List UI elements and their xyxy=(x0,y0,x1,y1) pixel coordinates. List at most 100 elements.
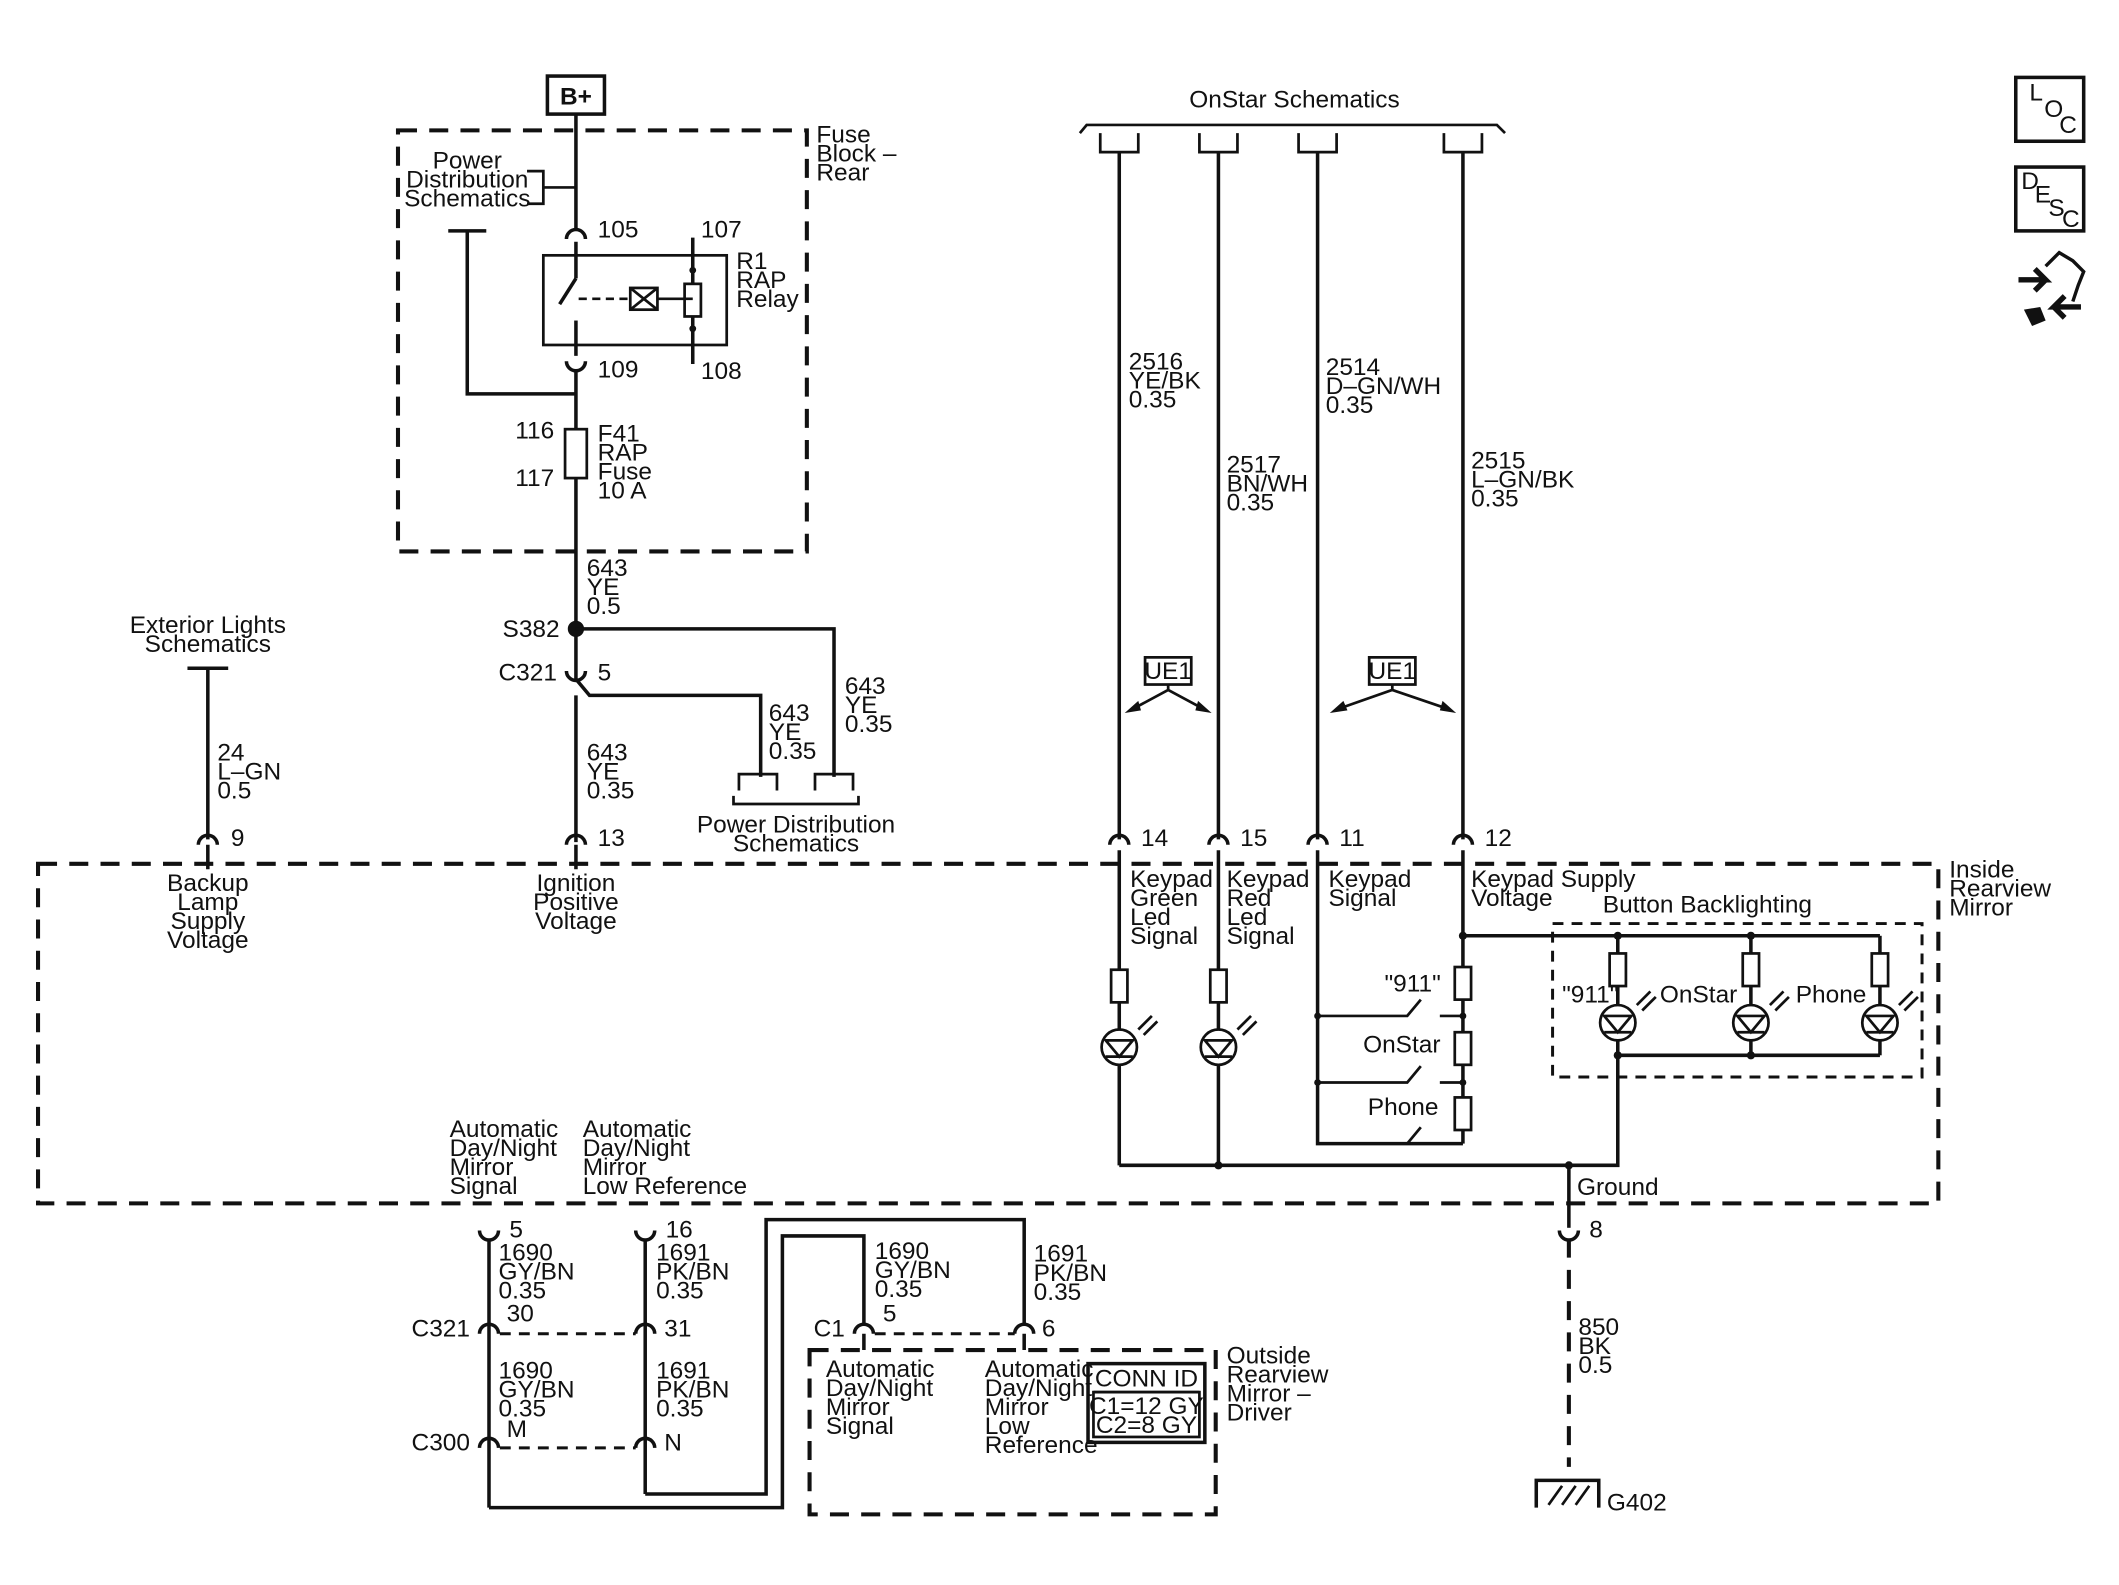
svg-text:5: 5 xyxy=(883,1301,897,1328)
svg-text:2516: 2516 xyxy=(1129,348,1183,375)
wire-1691-a: 1691 PK/BN 0.35 xyxy=(656,1239,729,1304)
svg-text:105: 105 xyxy=(598,217,639,244)
svg-text:0.35: 0.35 xyxy=(1129,386,1177,413)
svg-text:C1=12 GY: C1=12 GY xyxy=(1089,1393,1204,1420)
connector-c1 xyxy=(852,1322,1036,1351)
outside-mirror-label: Outside Rearview Mirror – Driver xyxy=(1227,1343,1329,1427)
svg-text:0.35: 0.35 xyxy=(845,711,893,738)
svg-text:Relay: Relay xyxy=(736,286,799,313)
button-backlighting-outline xyxy=(1551,922,1924,1079)
svg-text:6: 6 xyxy=(1042,1315,1056,1342)
svg-text:643: 643 xyxy=(587,740,628,767)
switch-onstar-label: OnStar xyxy=(1363,1032,1440,1059)
svg-text:13: 13 xyxy=(598,825,625,852)
svg-text:Day/Night: Day/Night xyxy=(985,1375,1093,1402)
svg-text:Driver: Driver xyxy=(1227,1400,1292,1427)
wire-1690-c: 1690 GY/BN 0.35 xyxy=(875,1238,951,1303)
svg-text:0.35: 0.35 xyxy=(587,778,635,805)
svg-text:0.35: 0.35 xyxy=(1227,490,1275,517)
svg-text:0.35: 0.35 xyxy=(1471,486,1519,513)
onstar-schematics-label: OnStar Schematics xyxy=(1189,86,1400,113)
svg-text:BK: BK xyxy=(1578,1333,1611,1360)
terminal-105 xyxy=(564,227,588,240)
fuse-label: F41 RAP Fuse 10 A xyxy=(598,420,652,504)
svg-text:Signal: Signal xyxy=(1130,923,1198,950)
svg-text:L–GN/BK: L–GN/BK xyxy=(1471,467,1575,494)
backup-lamp-circuit: Exterior Lights Schematics 24 L–GN 0.5 9… xyxy=(130,612,286,954)
red-led xyxy=(1199,1028,1238,1067)
svg-text:Led: Led xyxy=(1130,904,1171,931)
svg-text:10 A: 10 A xyxy=(598,477,648,504)
svg-text:YE: YE xyxy=(587,759,620,786)
onstar-bracket xyxy=(1078,123,1506,135)
svg-text:Lamp: Lamp xyxy=(177,889,238,916)
svg-text:Voltage: Voltage xyxy=(1471,885,1553,912)
svg-text:Reference: Reference xyxy=(985,1432,1098,1459)
svg-text:OnStar: OnStar xyxy=(1660,981,1737,1008)
svg-text:C321: C321 xyxy=(412,1315,470,1342)
svg-text:RAP: RAP xyxy=(598,439,648,466)
svg-text:D: D xyxy=(2021,168,2039,195)
svg-text:Schematics: Schematics xyxy=(404,185,530,212)
svg-text:Mirror: Mirror xyxy=(450,1154,514,1181)
wire-1690-a: 1690 GY/BN 0.35 xyxy=(499,1239,575,1304)
svg-text:YE: YE xyxy=(769,719,802,746)
auto-low-ref-label: Automatic Day/Night Mirror Low Reference xyxy=(583,1116,747,1200)
s382-label: S382 xyxy=(503,616,560,643)
svg-text:643: 643 xyxy=(587,555,628,582)
hand-pointer-icon[interactable] xyxy=(2018,250,2086,326)
svg-text:0.35: 0.35 xyxy=(875,1276,923,1303)
exterior-lights-ref: Exterior Lights Schematics xyxy=(130,612,286,658)
svg-text:2517: 2517 xyxy=(1227,452,1281,479)
wire-643-d: 643 YE 0.35 xyxy=(845,673,893,738)
outside-signal-label: Automatic Day/Night Mirror Signal xyxy=(826,1356,935,1440)
bplus-label: B+ xyxy=(560,84,592,111)
svg-text:1691: 1691 xyxy=(656,1358,710,1385)
auto-signal-label: Automatic Day/Night Mirror Signal xyxy=(450,1116,559,1200)
svg-text:PK/BN: PK/BN xyxy=(656,1377,729,1404)
wire-2516-label: 2516 YE/BK 0.35 xyxy=(1129,348,1202,413)
ignition-label: Ignition Positive Voltage xyxy=(533,870,619,935)
wire-1690-b: 1690 GY/BN 0.35 xyxy=(499,1358,575,1423)
pds-bottom-connectors xyxy=(732,772,860,806)
svg-text:L–GN: L–GN xyxy=(217,759,281,786)
svg-text:Exterior Lights: Exterior Lights xyxy=(130,612,286,639)
backup-label: Backup Lamp Supply Voltage xyxy=(167,870,249,954)
connector-c321-bottom xyxy=(477,1322,657,1334)
svg-text:Automatic: Automatic xyxy=(450,1116,559,1143)
svg-text:Signal: Signal xyxy=(1227,923,1295,950)
loc-button[interactable]: L O C xyxy=(2014,75,2086,144)
svg-text:UE1: UE1 xyxy=(1369,658,1417,685)
outside-mirror-outline xyxy=(807,1347,1218,1517)
desc-button[interactable]: D E S C xyxy=(2014,165,2086,233)
svg-text:C321: C321 xyxy=(498,659,556,686)
backlight-led-phone xyxy=(1860,935,1919,1056)
keypad-signal-label: Keypad Signal xyxy=(1328,866,1411,912)
option-ue1-right: UE1 xyxy=(1329,656,1457,714)
svg-text:Keypad: Keypad xyxy=(1130,866,1213,893)
auto-dimming-circuit: Automatic Day/Night Mirror Signal Automa… xyxy=(412,1116,1329,1517)
svg-text:Signal: Signal xyxy=(1328,885,1396,912)
svg-text:GY/BN: GY/BN xyxy=(499,1377,575,1404)
power-feed: B+ Fuse Block – Rear Power Distribution … xyxy=(395,74,897,935)
svg-text:Automatic: Automatic xyxy=(826,1356,935,1383)
svg-text:2515: 2515 xyxy=(1471,448,1525,475)
svg-text:15: 15 xyxy=(1240,825,1267,852)
svg-text:E: E xyxy=(2035,181,2051,208)
svg-text:117: 117 xyxy=(515,465,554,492)
ground-label: Ground xyxy=(1577,1174,1659,1201)
switch-phone-label: Phone xyxy=(1368,1094,1439,1121)
svg-text:0.5: 0.5 xyxy=(217,778,251,805)
svg-text:Supply: Supply xyxy=(170,908,246,935)
svg-text:16: 16 xyxy=(666,1216,693,1243)
svg-text:Day/Night: Day/Night xyxy=(450,1135,558,1162)
connector-c300 xyxy=(477,1436,657,1449)
svg-text:Positive: Positive xyxy=(533,889,619,916)
rap-fuse xyxy=(563,427,589,480)
svg-text:Automatic: Automatic xyxy=(583,1116,692,1143)
svg-text:Mirror –: Mirror – xyxy=(1227,1381,1312,1408)
svg-text:0.35: 0.35 xyxy=(656,1396,704,1423)
wire-850: 850 BK 0.5 xyxy=(1578,1314,1619,1379)
svg-text:5: 5 xyxy=(598,659,612,686)
